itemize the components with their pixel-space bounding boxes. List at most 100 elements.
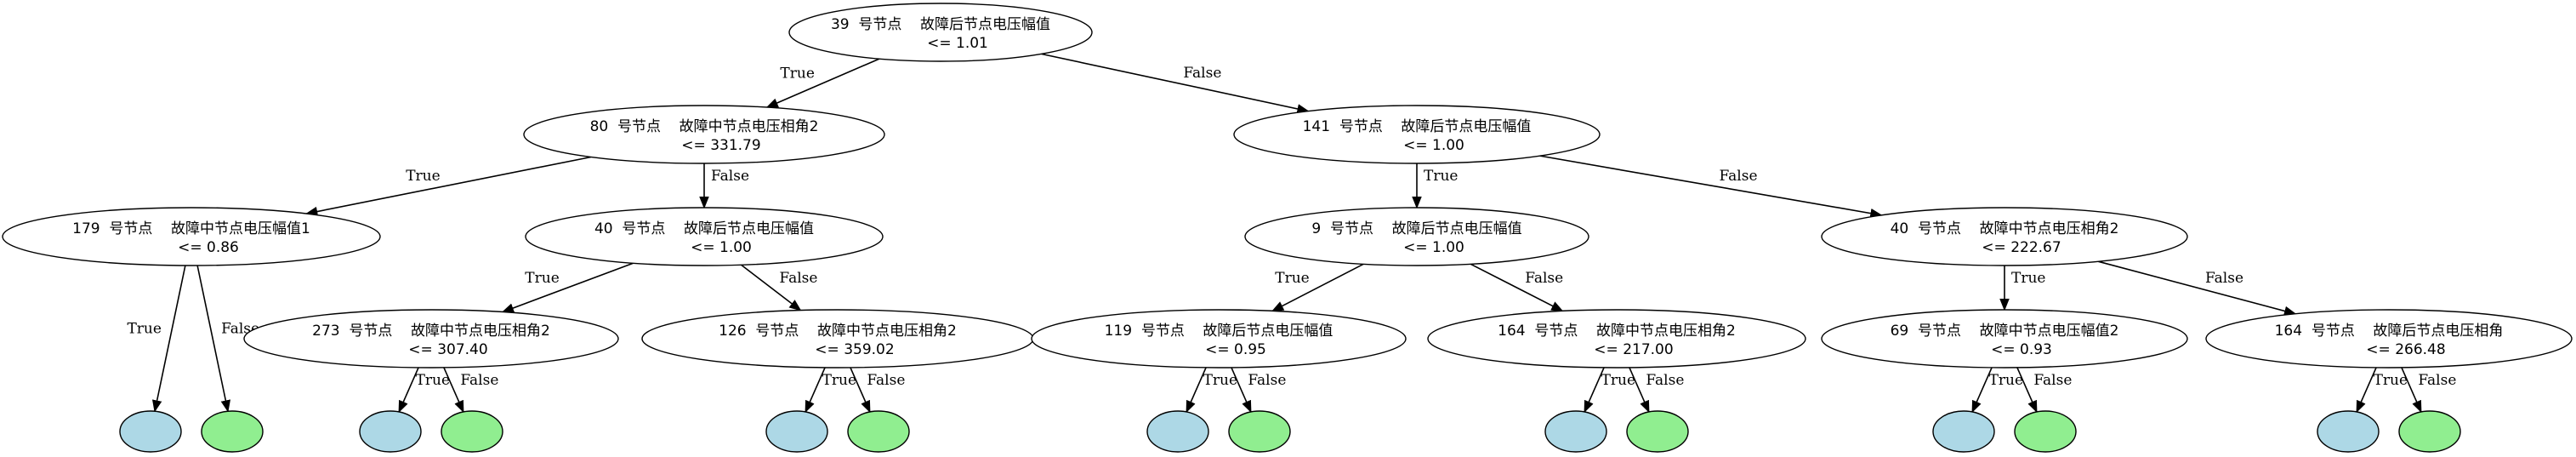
edge-n0-n1	[765, 58, 880, 108]
edge-label-true: True	[1601, 372, 1635, 389]
edge-n6-n12	[2097, 260, 2297, 317]
leaf-node-true	[765, 410, 828, 453]
node-ellipse	[525, 207, 884, 266]
edge-label-true: True	[1989, 372, 2023, 389]
node-threshold-label: <= 1.00	[691, 239, 752, 256]
edge-label-true: True	[1275, 270, 1309, 287]
tree-node-n8: 126 号节点 故障中节点电压相角2<= 359.02	[641, 309, 1034, 368]
edge-label-false: False	[867, 372, 905, 389]
edge-label-true: True	[127, 321, 161, 338]
edge-label-false: False	[779, 270, 817, 287]
node-feature-label: 126 号节点 故障中节点电压相角2	[719, 323, 957, 340]
edge-label-true: True	[2011, 270, 2045, 287]
edge-label-true: True	[406, 168, 440, 185]
node-feature-label: 164 号节点 故障后节点电压相角	[2275, 323, 2504, 340]
tree-node-n10: 164 号节点 故障中节点电压相角2<= 217.00	[1427, 309, 1806, 368]
leaf-edge-n10-true	[1584, 367, 1605, 414]
node-feature-label: 40 号节点 故障中节点电压相角2	[1891, 220, 2119, 237]
edge-label-true: True	[1203, 372, 1237, 389]
edge-label-false: False	[711, 168, 749, 185]
edge-n4-n7	[501, 262, 634, 313]
node-ellipse	[1031, 309, 1407, 368]
node-threshold-label: <= 0.86	[178, 239, 239, 256]
edge-label-true: True	[1424, 168, 1458, 185]
node-threshold-label: <= 0.93	[1991, 341, 2052, 358]
edge-label-false: False	[2033, 372, 2072, 389]
node-feature-label: 164 号节点 故障中节点电压相角2	[1498, 323, 1736, 340]
node-threshold-label: <= 331.79	[681, 137, 760, 154]
tree-node-n2: 141 号节点 故障后节点电压幅值 <= 1.00	[1233, 105, 1601, 164]
leaf-edge-n7-true	[398, 367, 419, 414]
edge-label-false: False	[460, 372, 498, 389]
node-feature-label: 9 号节点 故障后节点电压幅值	[1311, 220, 1521, 237]
node-threshold-label: <= 266.48	[2366, 341, 2445, 358]
edge-label-false: False	[1525, 270, 1563, 287]
leaf-node-false	[2014, 410, 2077, 453]
leaf-edge-n3-true	[152, 265, 186, 413]
edge-label-true: True	[416, 372, 450, 389]
leaf-node-true	[2317, 410, 2380, 453]
edge-label-false: False	[1183, 65, 1221, 82]
node-threshold-label: <= 1.01	[927, 35, 988, 52]
leaf-edge-n7-false	[443, 367, 464, 414]
edge-label-false: False	[2418, 372, 2456, 389]
tree-node-n5: 9 号节点 故障后节点电压幅值 <= 1.00	[1244, 207, 1589, 266]
node-feature-label: 141 号节点 故障后节点电压幅值	[1303, 118, 1532, 135]
leaf-node-false	[1228, 410, 1291, 453]
node-feature-label: 119 号节点 故障后节点电压幅值	[1105, 323, 1333, 340]
tree-node-n4: 40 号节点 故障后节点电压幅值 <= 1.00	[525, 207, 884, 266]
node-ellipse	[1427, 309, 1806, 368]
edge-n2-n6	[1539, 155, 1883, 219]
node-ellipse	[1821, 207, 2188, 266]
leaf-edge-n11-false	[2016, 367, 2038, 414]
leaf-node-false	[847, 410, 910, 453]
node-threshold-label: <= 359.02	[815, 341, 894, 358]
node-threshold-label: <= 222.67	[1982, 239, 2061, 256]
node-ellipse	[2, 207, 381, 266]
leaf-node-true	[1146, 410, 1209, 453]
edge-n1-n3	[304, 156, 592, 217]
node-ellipse	[523, 105, 885, 164]
leaf-edge-n11-true	[1971, 367, 1993, 414]
node-threshold-label: <= 1.00	[1403, 137, 1464, 154]
node-ellipse	[1233, 105, 1601, 164]
tree-node-n7: 273 号节点 故障中节点电压相角2<= 307.40	[243, 309, 619, 368]
leaf-edge-n8-false	[850, 367, 871, 414]
leaf-node-true	[1932, 410, 1995, 453]
node-feature-label: 179 号节点 故障中节点电压幅值1	[72, 220, 310, 237]
edge-n5-n10	[1470, 263, 1564, 312]
leaf-edge-n3-false	[196, 265, 230, 413]
edge-n5-n9	[1271, 263, 1364, 312]
node-feature-label: 273 号节点 故障中节点电压相角2	[312, 323, 550, 340]
node-ellipse	[1821, 309, 2188, 368]
leaf-node-false	[1626, 410, 1689, 453]
node-threshold-label: <= 1.00	[1403, 239, 1464, 256]
edge-n0-n2	[1041, 53, 1310, 114]
leaf-edge-n12-true	[2356, 367, 2377, 414]
edge-label-false: False	[1720, 168, 1758, 185]
node-threshold-label: <= 217.00	[1594, 341, 1673, 358]
edge-label-false: False	[1646, 372, 1684, 389]
tree-node-n3: 179 号节点 故障中节点电压幅值1 <= 0.86	[2, 207, 381, 266]
tree-node-n6: 40 号节点 故障中节点电压相角2 <= 222.67	[1821, 207, 2188, 266]
tree-node-n12: 164 号节点 故障后节点电压相角<= 266.48	[2205, 309, 2573, 368]
node-feature-label: 80 号节点 故障中节点电压相角2	[590, 118, 819, 135]
tree-node-n0: 39 号节点 故障后节点电压幅值 <= 1.01	[788, 3, 1093, 62]
leaf-node-true	[1544, 410, 1607, 453]
node-feature-label: 40 号节点 故障后节点电压幅值	[594, 220, 814, 237]
leaf-node-false	[201, 410, 264, 453]
edge-label-true: True	[822, 372, 856, 389]
leaf-edge-n9-true	[1186, 367, 1207, 414]
node-feature-label: 39 号节点 故障后节点电压幅值	[831, 16, 1050, 33]
edge-label-false: False	[2205, 270, 2243, 287]
leaf-node-false	[441, 410, 503, 453]
node-ellipse	[788, 3, 1093, 62]
edge-label-true: True	[780, 66, 814, 83]
node-feature-label: 69 号节点 故障中节点电压幅值2	[1891, 323, 2119, 340]
leaf-node-false	[2398, 410, 2461, 453]
leaf-edge-n9-false	[1231, 367, 1252, 414]
leaf-edge-n8-true	[805, 367, 826, 414]
node-ellipse	[243, 309, 619, 368]
leaf-node-true	[359, 410, 422, 453]
tree-node-n1: 80 号节点 故障中节点电压相角2 <= 331.79	[523, 105, 885, 164]
